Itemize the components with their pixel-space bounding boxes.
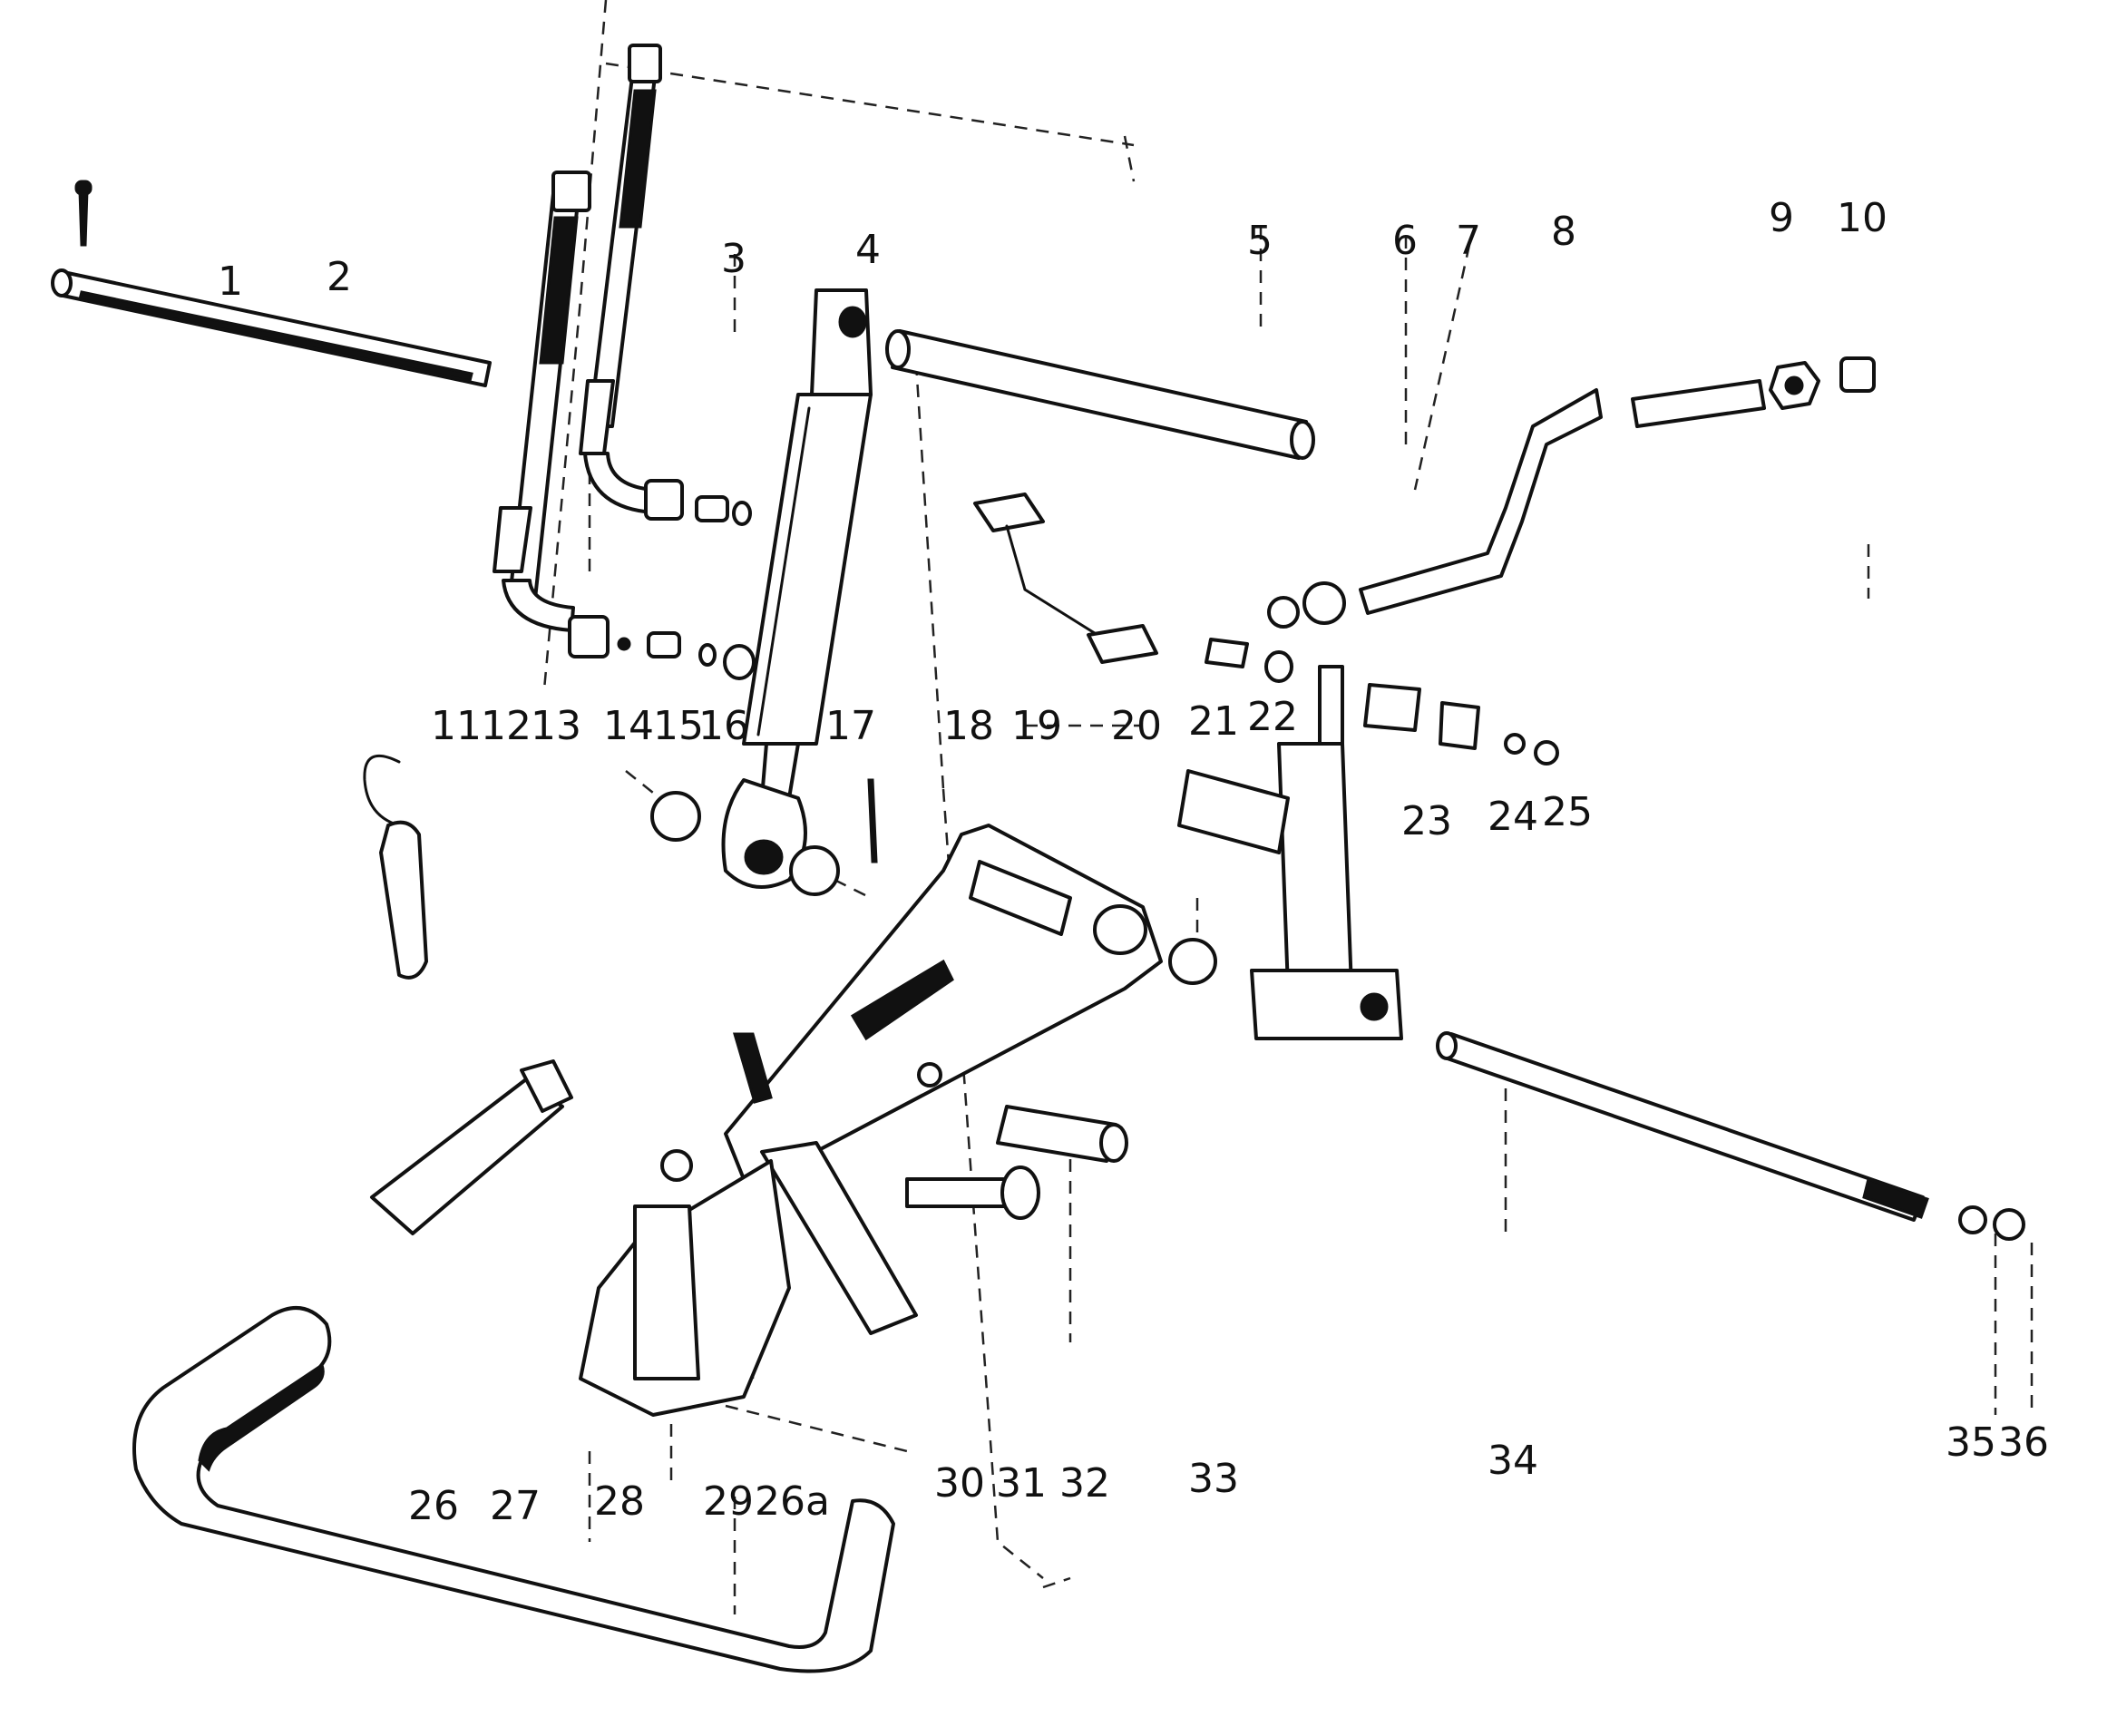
callout-26: 26 <box>408 1483 459 1529</box>
small-fittings <box>973 493 1293 683</box>
callout-30: 30 <box>934 1460 985 1507</box>
callout-31: 31 <box>996 1460 1047 1507</box>
callout-19: 19 <box>1011 703 1062 749</box>
hook-part <box>363 754 428 980</box>
callout-14: 14 <box>603 703 654 749</box>
rod-part-34 <box>1436 1031 2025 1241</box>
callout-27: 27 <box>490 1483 541 1529</box>
callout-33: 33 <box>1188 1456 1239 1502</box>
lower-bracket <box>370 1059 791 1417</box>
callout-28: 28 <box>594 1478 645 1525</box>
callout-20: 20 <box>1111 703 1162 749</box>
u-bar <box>132 1306 895 1673</box>
hydraulic-cylinder <box>650 288 878 896</box>
linkage-arm <box>724 824 1217 1335</box>
bracket-assembly <box>1177 665 1559 1040</box>
callout-18: 18 <box>943 703 994 749</box>
callout-29: 29 <box>703 1478 754 1525</box>
callout-15: 15 <box>653 703 704 749</box>
shaft-part-5 <box>885 329 1315 460</box>
callout-25: 25 <box>1542 789 1593 835</box>
callout-2: 2 <box>327 254 352 300</box>
callout-32: 32 <box>1059 1460 1110 1507</box>
callout-1: 1 <box>218 258 243 305</box>
callout-4: 4 <box>855 227 881 273</box>
callout-23: 23 <box>1401 798 1452 844</box>
callout-12: 12 <box>481 703 532 749</box>
callout-34: 34 <box>1488 1438 1538 1484</box>
callout-11: 11 <box>431 703 482 749</box>
callout-10: 10 <box>1837 195 1888 241</box>
callout-5: 5 <box>1247 218 1273 264</box>
pin-part-1-2 <box>51 180 492 387</box>
callout-21: 21 <box>1188 698 1239 745</box>
callout-7: 7 <box>1456 218 1481 264</box>
hydraulic-hoses <box>493 44 756 680</box>
callout-13: 13 <box>531 703 581 749</box>
bent-pipe <box>1267 356 1876 629</box>
callout-labels: 1 2 3 4 5 6 7 8 9 10 11 12 13 14 15 16 1… <box>218 195 2049 1529</box>
callout-6: 6 <box>1392 218 1418 264</box>
callout-26a: 26a <box>755 1478 830 1525</box>
callout-36: 36 <box>1998 1419 2049 1466</box>
callout-35: 35 <box>1946 1419 1996 1466</box>
callout-24: 24 <box>1488 794 1538 840</box>
callout-16: 16 <box>698 703 749 749</box>
callout-8: 8 <box>1551 209 1576 255</box>
callout-17: 17 <box>825 703 876 749</box>
callout-9: 9 <box>1769 195 1794 241</box>
callout-3: 3 <box>721 236 746 282</box>
callout-22: 22 <box>1247 694 1298 740</box>
